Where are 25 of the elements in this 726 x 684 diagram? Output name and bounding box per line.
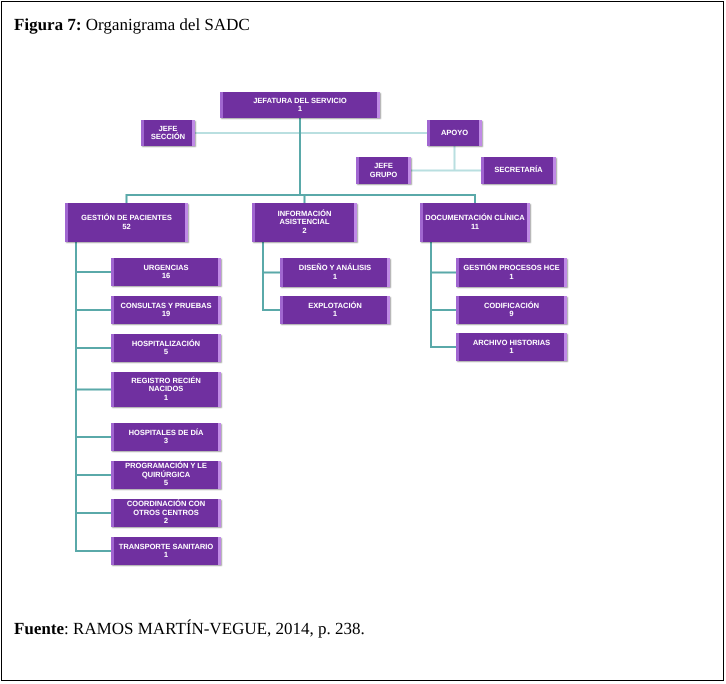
org-unit-box — [111, 334, 221, 362]
org-unit-box — [252, 203, 357, 242]
org-unit-box — [111, 372, 221, 407]
org-unit-box — [280, 258, 390, 287]
org-unit-box — [481, 157, 556, 184]
org-unit-box — [111, 258, 221, 286]
org-unit-box — [456, 296, 567, 324]
org-unit-box — [65, 203, 188, 242]
org-unit-box — [356, 157, 411, 184]
org-unit-box — [141, 120, 195, 146]
org-unit-box — [111, 499, 221, 527]
org-unit-box — [220, 92, 380, 118]
org-unit-box — [280, 296, 390, 324]
org-unit-box — [111, 423, 221, 451]
connector-line — [299, 118, 476, 203]
org-unit-box — [111, 537, 221, 565]
org-unit-box — [111, 461, 221, 489]
org-unit-box — [456, 258, 567, 287]
connector-line — [454, 146, 481, 172]
org-unit-box — [420, 203, 530, 242]
org-unit-box — [111, 296, 221, 324]
org-unit-box — [427, 120, 482, 146]
org-unit-box — [456, 333, 567, 361]
source-caption: Fuente: RAMOS MARTÍN-VEGUE, 2014, p. 238. — [14, 618, 365, 640]
figure-title: Figura 7: Organigrama del SADC — [14, 14, 250, 36]
